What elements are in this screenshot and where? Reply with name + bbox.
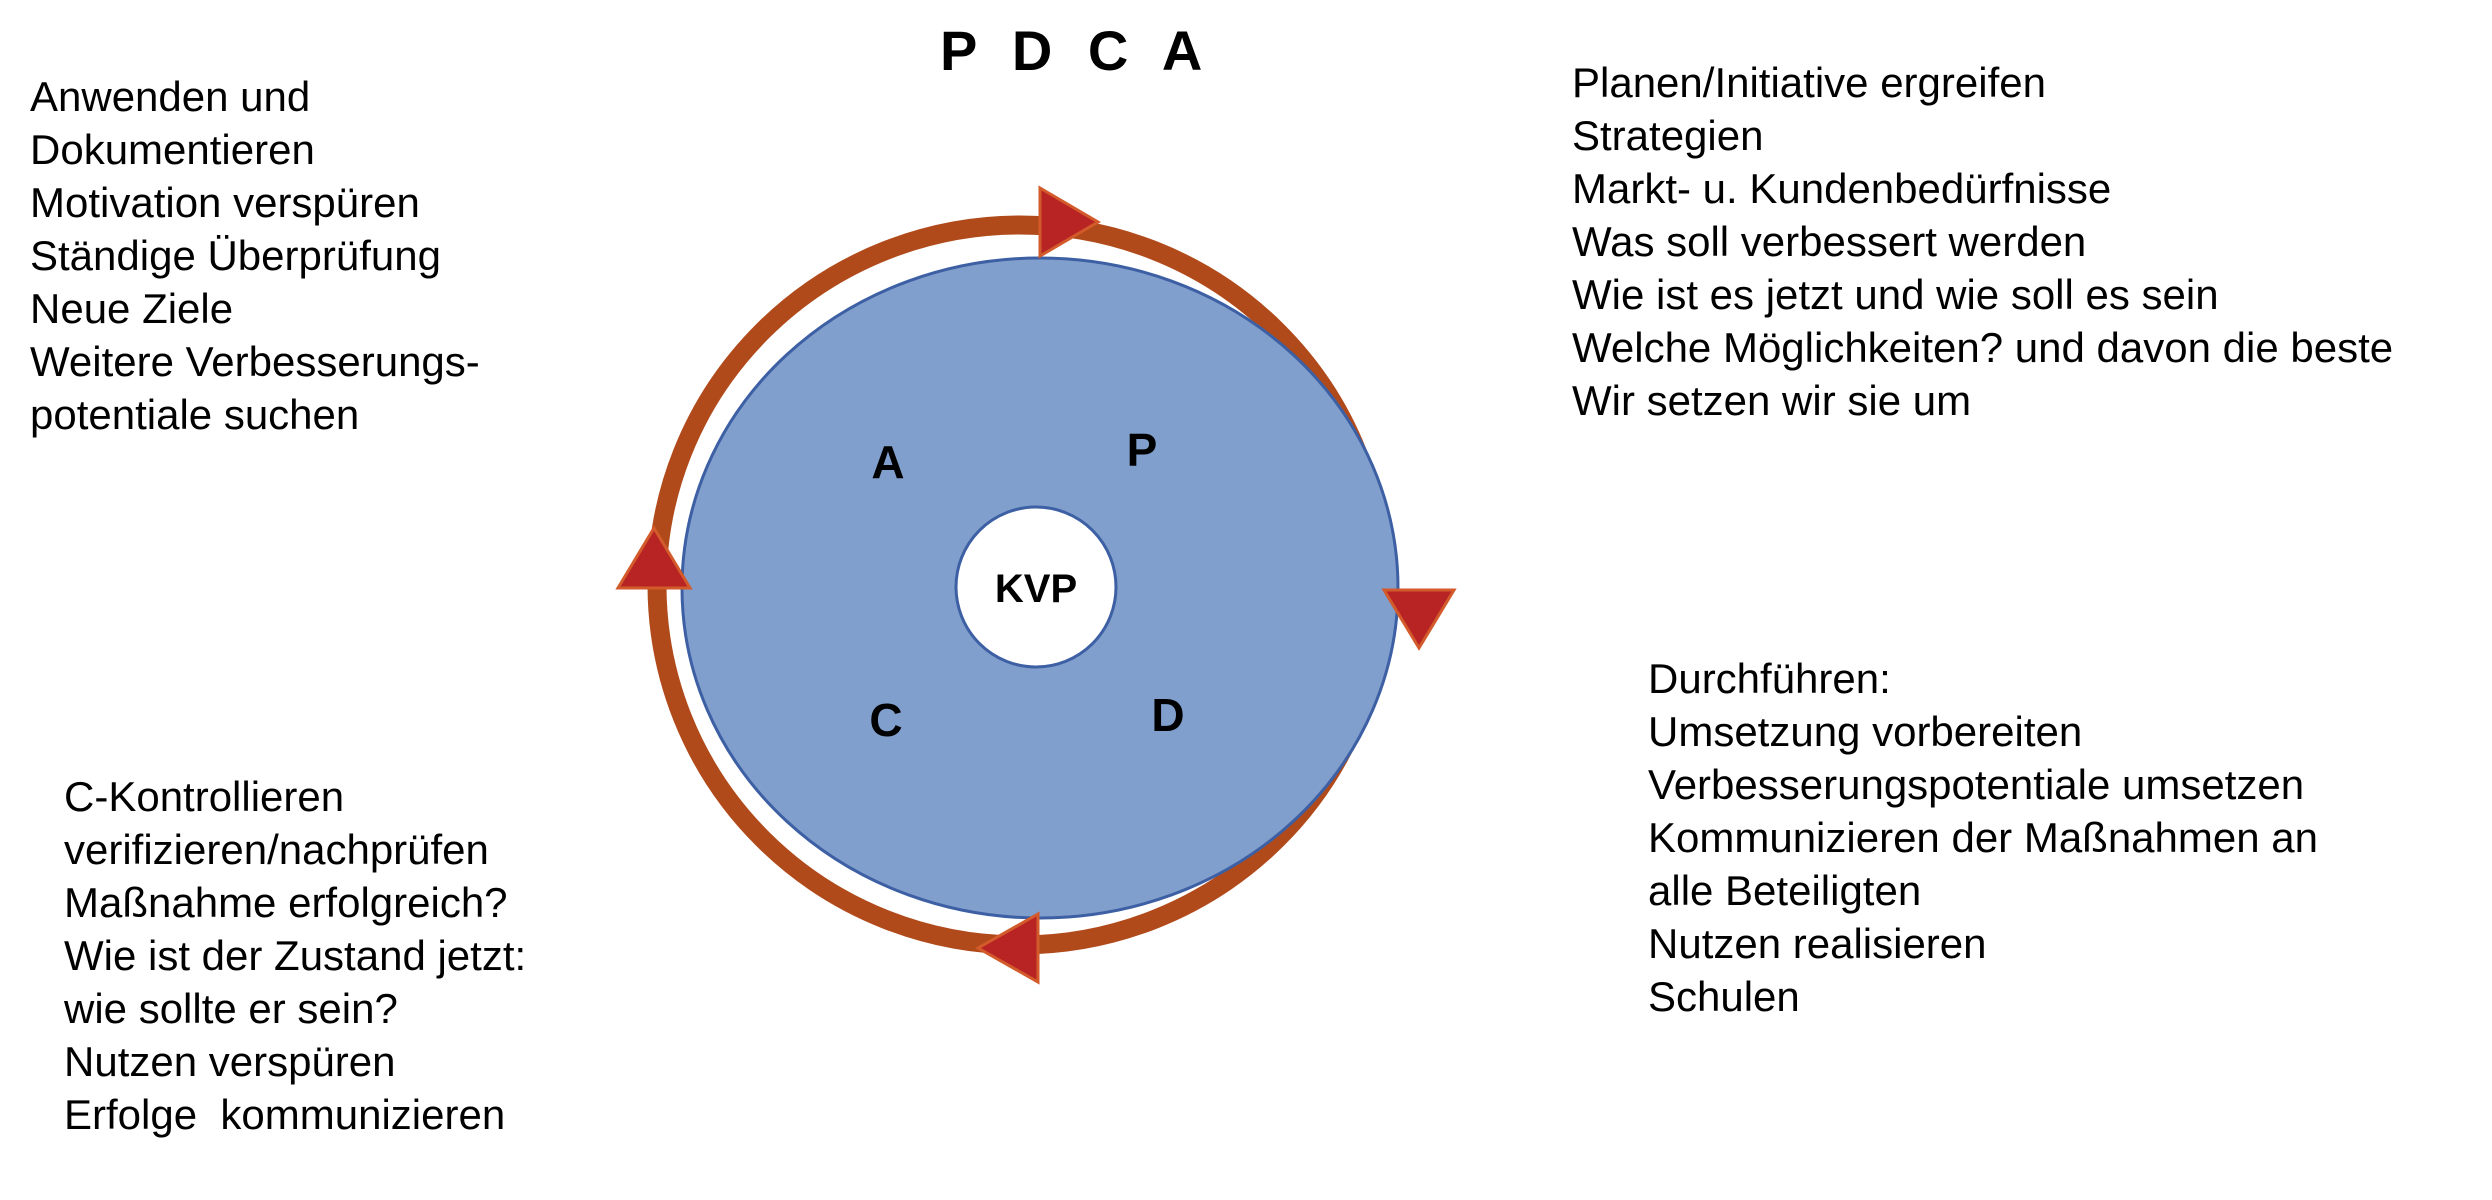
act-line: Motivation verspüren	[30, 179, 420, 226]
center-circle-outline	[954, 505, 1118, 669]
arrow-left-outline	[615, 525, 693, 590]
check-line: verifizieren/nachprüfen	[64, 826, 489, 873]
center-label: KVP	[995, 567, 1077, 611]
do-description: Durchführen: Umsetzung vorbereiten Verbe…	[1648, 652, 2318, 1023]
plan-line: Wie ist es jetzt und wie soll es sein	[1572, 271, 2219, 318]
do-line: Umsetzung vorbereiten	[1648, 708, 2083, 755]
do-line: Verbesserungspotentiale umsetzen	[1648, 761, 2305, 808]
plan-line: Markt- u. Kundenbedürfnisse	[1572, 165, 2112, 212]
plan-line: Welche Möglichkeiten? und davon die best…	[1572, 324, 2394, 371]
check-line: Nutzen verspüren	[64, 1038, 396, 1085]
arrow-right-icon	[1384, 590, 1454, 648]
check-line: C-Kontrollieren	[64, 773, 345, 820]
quadrant-letter-act: A	[871, 436, 904, 488]
act-line: Weitere Verbesserungs-	[30, 338, 480, 385]
plan-description: Planen/Initiative ergreifen Strategien M…	[1572, 56, 2393, 427]
plan-line: Strategien	[1572, 112, 1764, 159]
do-line: Nutzen realisieren	[1648, 920, 1987, 967]
arrow-bottom-outline	[974, 911, 1040, 985]
arrow-bottom-icon	[978, 914, 1038, 982]
arrow-top-icon	[1040, 188, 1098, 256]
check-line: Wie ist der Zustand jetzt:	[64, 932, 527, 979]
check-line: Maßnahme erfolgreich?	[64, 879, 508, 926]
do-line: Durchführen:	[1648, 655, 1891, 702]
arrow-left-icon	[618, 528, 690, 588]
quadrant-letter-do: D	[1151, 689, 1184, 741]
check-description: C-Kontrollieren verifizieren/nachprüfen …	[64, 770, 526, 1141]
act-line: Anwenden und	[30, 73, 311, 120]
arrow-top-outline	[1038, 185, 1101, 259]
plan-line: Planen/Initiative ergreifen	[1572, 59, 2046, 106]
act-line: Ständige Überprüfung	[30, 232, 441, 279]
act-line: Neue Ziele	[30, 285, 234, 332]
diagram-title: P D C A	[940, 19, 1213, 82]
check-line: wie sollte er sein?	[64, 985, 398, 1032]
plan-line: Wir setzen wir sie um	[1572, 377, 1972, 424]
act-description: Anwenden und Dokumentieren Motivation ve…	[30, 70, 480, 441]
arrow-right-outline	[1381, 588, 1457, 651]
do-line: Kommunizieren der Maßnahmen an	[1648, 814, 2318, 861]
quadrant-letter-plan: P	[1127, 424, 1158, 476]
act-line: Dokumentieren	[30, 126, 315, 173]
plan-line: Was soll verbessert werden	[1572, 218, 2087, 265]
do-line: alle Beteiligten	[1648, 867, 1922, 914]
do-line: Schulen	[1648, 973, 1800, 1020]
check-line: Erfolge kommunizieren	[64, 1091, 506, 1138]
center-circle	[956, 507, 1116, 667]
act-line: potentiale suchen	[30, 391, 360, 438]
quadrant-letter-check: C	[869, 694, 902, 746]
